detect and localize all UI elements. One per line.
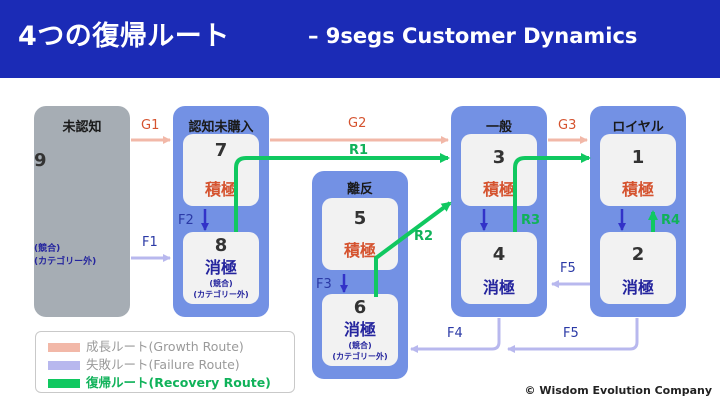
segment-number-9: 9 — [34, 150, 47, 171]
column-not-purchased: 認知未購入 7 積極 8 消極 (競合) (カテゴリー外) — [173, 106, 269, 317]
route-label-f1: F1 — [142, 235, 158, 250]
segment-6-note-outside-category: (カテゴリー外) — [332, 352, 388, 361]
legend-swatch-recovery — [48, 379, 80, 388]
route-label-f2: F2 — [178, 213, 194, 228]
segment-card-7: 7 積極 — [183, 134, 259, 206]
column-general: 一般 3 積極 4 消極 — [451, 106, 547, 317]
segment-6-label: 消極 — [343, 320, 376, 339]
segment-number-7: 7 — [214, 140, 228, 161]
route-label-g3: G3 — [558, 118, 577, 133]
segment-3-label: 積極 — [482, 180, 515, 199]
segment-number-2: 2 — [631, 244, 645, 265]
segment-card-3: 3 積極 — [461, 134, 537, 206]
segment-8-note-competitor: (競合) — [209, 279, 233, 288]
legend-label-growth: 成長ルート(Growth Route) — [86, 339, 244, 354]
legend-item-recovery: 復帰ルート(Recovery Route) — [48, 372, 271, 391]
column-title-not-purchased: 認知未購入 — [188, 120, 254, 135]
segment-card-1: 1 積極 — [600, 134, 676, 206]
segment-9-note-competitor: (競合) — [34, 244, 61, 254]
segment-number-8: 8 — [214, 235, 228, 256]
legend-label-recovery: 復帰ルート(Recovery Route) — [86, 375, 271, 390]
column-lapsed: 離反 5 積極 6 消極 (競合) (カテゴリー外) — [312, 171, 408, 379]
route-label-r4: R4 — [661, 213, 681, 228]
column-title-general: 一般 — [485, 120, 512, 135]
segment-number-1: 1 — [631, 147, 645, 168]
segment-number-3: 3 — [492, 147, 506, 168]
route-label-r2: R2 — [414, 229, 434, 244]
segment-5-label: 積極 — [343, 241, 376, 260]
column-title-lapsed: 離反 — [346, 182, 373, 197]
legend-swatch-growth — [48, 343, 80, 352]
legend-swatch-failure — [48, 361, 80, 370]
segment-1-label: 積極 — [621, 180, 654, 199]
route-label-f5-lower: F5 — [563, 326, 579, 341]
route-label-r3: R3 — [521, 213, 541, 228]
legend-item-growth: 成長ルート(Growth Route) — [48, 336, 244, 355]
column-title-unrecognized: 未認知 — [62, 120, 102, 135]
page-subtitle: – 9segs Customer Dynamics — [308, 24, 638, 48]
segment-card-2: 2 消極 — [600, 232, 676, 304]
route-label-f4: F4 — [447, 326, 463, 341]
column-unrecognized: 未認知 9 (競合) (カテゴリー外) — [34, 106, 130, 317]
legend-item-failure: 失敗ルート(Failure Route) — [48, 354, 240, 373]
column-loyal: ロイヤル 1 積極 2 消極 — [590, 106, 686, 317]
column-title-loyal: ロイヤル — [612, 120, 664, 135]
segment-card-8: 8 消極 (競合) (カテゴリー外) — [183, 232, 259, 304]
segment-9-note-outside-category: (カテゴリー外) — [34, 257, 97, 267]
segment-card-6: 6 消極 (競合) (カテゴリー外) — [322, 294, 398, 366]
segment-number-6: 6 — [353, 297, 367, 318]
segment-7-label: 積極 — [204, 180, 237, 199]
segment-6-note-competitor: (競合) — [348, 341, 372, 350]
segment-4-label: 消極 — [482, 278, 515, 297]
route-label-g1: G1 — [141, 118, 160, 133]
recovery-arrow-r2 — [374, 201, 452, 297]
route-label-g2: G2 — [348, 116, 367, 131]
page-title: 4つの復帰ルート — [18, 21, 230, 52]
segment-card-5: 5 積極 — [322, 198, 398, 270]
segment-number-4: 4 — [492, 244, 506, 265]
segment-number-5: 5 — [353, 208, 367, 229]
route-label-r1: R1 — [349, 143, 369, 158]
legend: 成長ルート(Growth Route) 失敗ルート(Failure Route)… — [35, 331, 295, 393]
route-label-f3: F3 — [316, 277, 332, 292]
route-label-f5-upper: F5 — [560, 261, 576, 276]
header-banner: 4つの復帰ルート – 9segs Customer Dynamics — [0, 0, 720, 78]
recovery-arrow-r1 — [234, 153, 450, 232]
failure-arrow-f4 — [410, 318, 501, 353]
recovery-arrow-r3 — [513, 153, 591, 232]
failure-arrow-f5-lower — [507, 318, 639, 353]
copyright: © Wisdom Evolution Company — [524, 384, 712, 397]
segment-8-label: 消極 — [204, 258, 237, 277]
segment-card-4: 4 消極 — [461, 232, 537, 304]
legend-label-failure: 失敗ルート(Failure Route) — [86, 357, 240, 372]
segment-8-note-outside-category: (カテゴリー外) — [193, 290, 249, 299]
segment-2-label: 消極 — [621, 278, 654, 297]
